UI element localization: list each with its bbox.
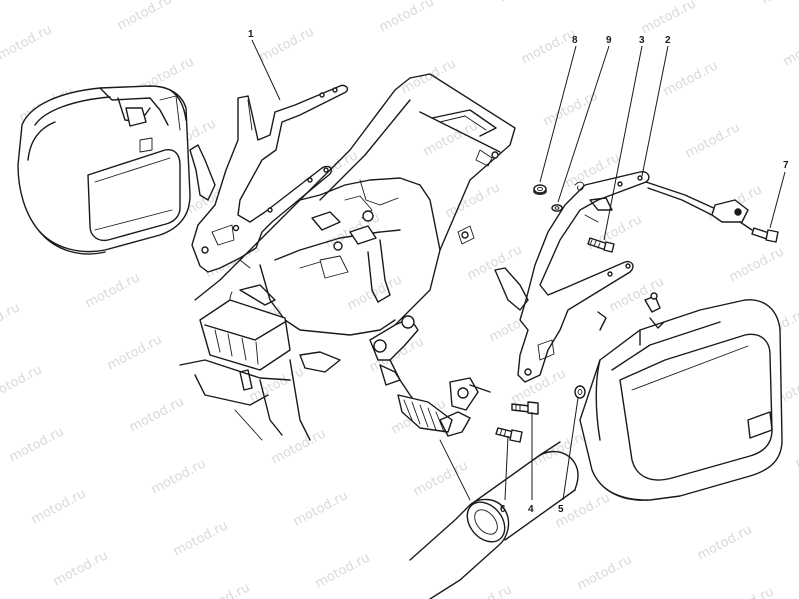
left-pannier bbox=[17, 85, 191, 255]
hardware-bolt-7 bbox=[751, 227, 779, 243]
callout-8-leader bbox=[539, 45, 577, 183]
hardware-washer-9 bbox=[551, 204, 563, 212]
watermark-text: motod.ru bbox=[235, 0, 295, 4]
hardware-bolt-4 bbox=[511, 401, 539, 415]
watermark-text: motod.ru bbox=[115, 0, 175, 34]
watermark-text: motod.ru bbox=[0, 300, 23, 341]
right-pannier bbox=[579, 292, 783, 501]
watermark-text: motod.ru bbox=[377, 0, 437, 36]
watermark-text: motod.ru bbox=[247, 364, 307, 405]
callout-5-leader bbox=[562, 397, 579, 501]
watermark-text: motod.ru bbox=[421, 118, 481, 159]
watermark-text: motod.ru bbox=[0, 238, 1, 279]
watermark-text: motod.ru bbox=[399, 56, 459, 97]
watermark-text: motod.ru bbox=[683, 120, 743, 161]
callout-6-label: 6 bbox=[500, 504, 506, 515]
watermark-text: motod.ru bbox=[193, 580, 253, 599]
callout-7-leader bbox=[769, 171, 786, 229]
right-carrier-bracket bbox=[494, 170, 753, 383]
watermark-text: motod.ru bbox=[541, 88, 601, 129]
callout-3-leader bbox=[603, 45, 643, 241]
callout-layer: 1 8 9 3 2 7 6 4 5 bbox=[248, 29, 789, 515]
callout-2-label: 2 bbox=[665, 35, 671, 46]
watermark-text: motod.ru bbox=[717, 584, 777, 599]
watermark-text: motod.ru bbox=[661, 58, 721, 99]
callout-9-label: 9 bbox=[606, 35, 612, 46]
watermark-text: motod.ru bbox=[455, 582, 515, 599]
watermark-text: motod.ru bbox=[793, 430, 799, 471]
callout-7-label: 7 bbox=[783, 160, 789, 171]
watermark-text: motod.ru bbox=[257, 24, 317, 65]
callout-6-leader bbox=[504, 435, 509, 501]
watermark-text: motod.ru bbox=[0, 0, 33, 2]
watermark-text: motod.ru bbox=[639, 0, 699, 38]
callout-4-label: 4 bbox=[528, 504, 534, 515]
watermark-text: motod.ru bbox=[575, 552, 635, 593]
callout-9-leader bbox=[557, 45, 610, 203]
hardware-nut-8 bbox=[533, 184, 547, 195]
watermark-text: motod.ru bbox=[411, 458, 471, 499]
callout-5-label: 5 bbox=[558, 504, 564, 515]
watermark-text: motod.ru bbox=[443, 180, 503, 221]
watermark-text: motod.ru bbox=[519, 26, 579, 67]
hardware-washer-5 bbox=[574, 385, 586, 399]
callout-8-label: 8 bbox=[572, 35, 578, 46]
hardware-bolt-3 bbox=[587, 237, 615, 253]
watermark-text: motod.ru bbox=[7, 424, 67, 465]
watermark-text: motod.ru bbox=[269, 426, 329, 467]
watermark-text: motod.ru bbox=[149, 456, 209, 497]
watermark-text: motod.ru bbox=[291, 488, 351, 529]
watermark-text: motod.ru bbox=[695, 522, 755, 563]
watermark-text: motod.ru bbox=[313, 550, 373, 591]
watermark-text: motod.ru bbox=[0, 22, 55, 63]
callout-1-label: 1 bbox=[248, 29, 254, 40]
callout-1-leader bbox=[251, 39, 281, 101]
watermark-text: motod.ru bbox=[83, 270, 143, 311]
watermark-text: motod.ru bbox=[585, 212, 645, 253]
watermark-text: motod.ru bbox=[51, 548, 111, 589]
watermark-text: motod.ru bbox=[29, 486, 89, 527]
watermark-text: motod.ru bbox=[497, 0, 557, 6]
hardware-bolt-6 bbox=[495, 427, 523, 443]
watermark-text: motod.ru bbox=[531, 428, 591, 469]
watermark-text: motod.ru bbox=[0, 362, 45, 403]
watermark-text: motod.ru bbox=[781, 28, 799, 69]
watermark-text: motod.ru bbox=[465, 242, 525, 283]
callout-2-leader bbox=[641, 45, 669, 177]
watermark-text: motod.ru bbox=[127, 394, 187, 435]
shock-absorber bbox=[369, 315, 491, 437]
watermark-text: motod.ru bbox=[105, 332, 165, 373]
watermark-text: motod.ru bbox=[759, 0, 799, 8]
callout-3-label: 3 bbox=[639, 35, 645, 46]
hardware-wire-clip bbox=[574, 181, 584, 191]
exhaust-silencer bbox=[409, 439, 579, 599]
rear-subframe bbox=[194, 73, 516, 336]
watermark-text: motod.ru bbox=[345, 272, 405, 313]
left-carrier-bracket bbox=[189, 84, 349, 273]
watermark-text: motod.ru bbox=[171, 518, 231, 559]
watermark-text: motod.ru bbox=[727, 244, 787, 285]
tail-light-assembly bbox=[179, 299, 341, 441]
